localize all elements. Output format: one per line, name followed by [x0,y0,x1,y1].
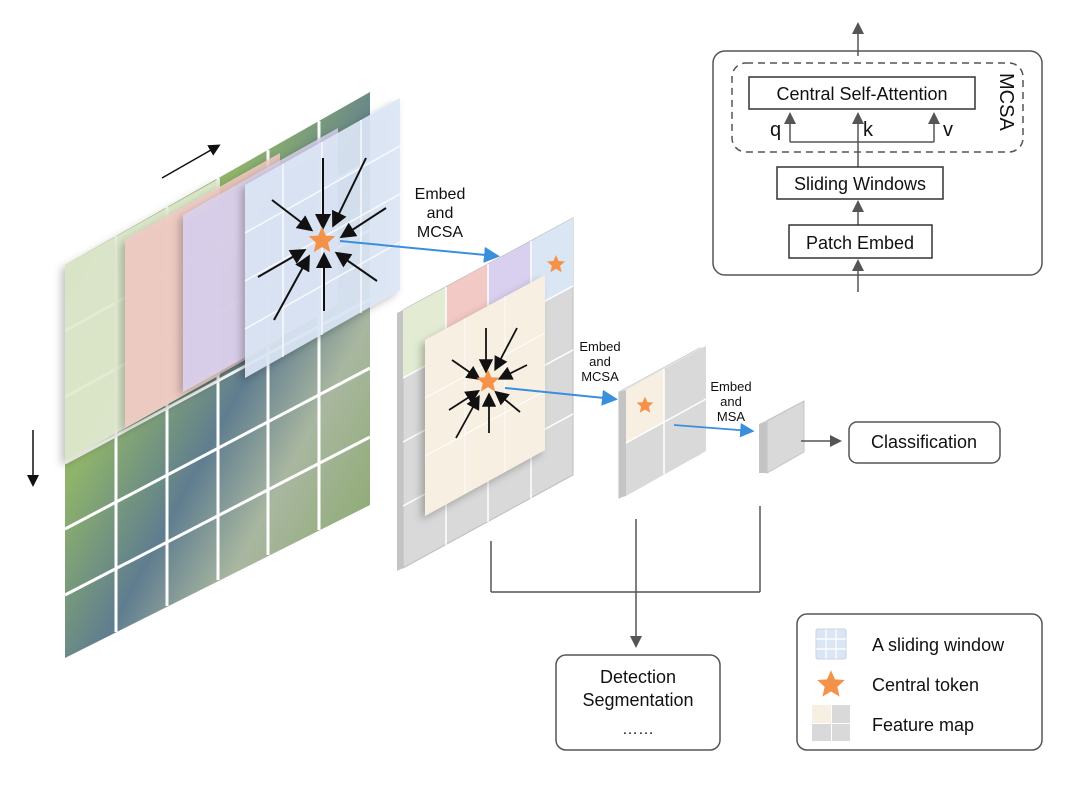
classification-box [848,421,1001,464]
dense-task-ellipsis: …… [622,721,654,738]
classification-label: Classification [871,432,977,452]
stage2-label-and: and [589,354,611,369]
dense-task-segmentation: Segmentation [582,690,693,710]
sliding-windows-label: Sliding Windows [794,174,926,194]
stage3-label-and: and [720,394,742,409]
mcsa-module: MCSA Central Self-Attention q k v Slidin… [712,22,1043,292]
mcsa-dashed-group [731,62,1024,153]
sliding-window-icon [815,628,847,660]
sliding-windows-box [776,166,944,200]
stage1-label-mcsa: MCSA [417,224,464,241]
stage2-label-embed: Embed [579,339,620,354]
patch-embed-box [788,224,933,259]
slide-right-arrow [161,144,221,179]
dense-bracket [490,506,761,593]
central-attention-label: Central Self-Attention [776,84,947,104]
embed-arrow-2 [504,387,618,406]
legend-label-2: Feature map [872,715,974,735]
legend-frame [796,613,1043,751]
attention-arrows-1 [257,157,387,321]
central-attention-box [748,76,976,110]
stage3-label-embed: Embed [710,379,751,394]
stage1-label-embed: Embed [415,186,466,203]
dense-task-box [555,654,721,751]
stage1-label-and: and [427,205,454,222]
stage3-label-msa: MSA [717,409,746,424]
v-label: v [943,119,953,141]
feature-map-icon [812,705,850,741]
stage1-feature-map [397,217,574,571]
embed-arrow-3 [673,422,755,438]
stage3-feature-map [759,400,805,474]
dense-task-detection: Detection [600,667,676,687]
legend-label-1: Central token [872,675,979,695]
mcsa-vertical-label: MCSA [995,73,1017,131]
attention-arrows-2 [448,327,528,439]
k-label: k [863,119,874,141]
q-label: q [770,119,781,141]
legend: A sliding window Central token Feature m… [796,613,1043,751]
embed-arrow-1 [339,240,500,263]
stage2-feature-map [618,346,707,499]
patch-embed-label: Patch Embed [806,233,914,253]
legend-label-0: A sliding window [872,635,1005,655]
input-image [64,92,401,658]
stage2-label-mcsa: MCSA [581,369,619,384]
